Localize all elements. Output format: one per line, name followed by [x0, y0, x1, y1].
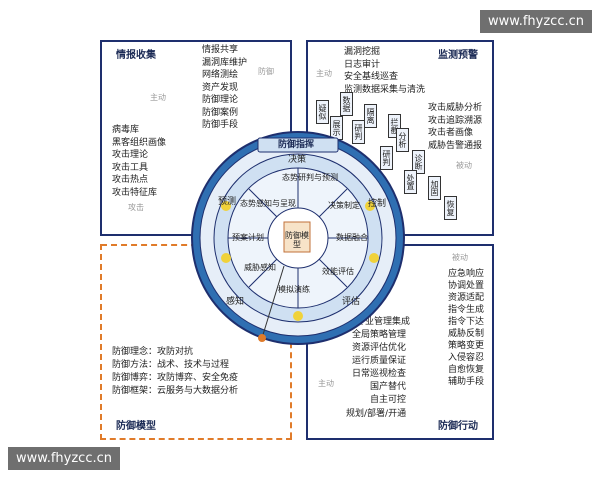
list-item: 攻击工具	[112, 162, 149, 173]
model-lines: 防御理念：攻防对抗 防御方法：战术、技术与过程 防御博弈：攻防博弈、安全免疫 防…	[112, 346, 238, 398]
action-item: 日常巡视检查	[352, 369, 407, 379]
list-item: 攻击威胁分析	[428, 103, 483, 113]
wheel-segment: 态势研判与预测	[282, 173, 338, 182]
list-item: 安全基线巡查	[344, 72, 399, 82]
list-item: 指令生成	[448, 305, 485, 315]
action-item: 自主可控	[370, 395, 407, 405]
list-item: 攻击特征库	[112, 187, 158, 198]
wheel-segment: 模拟演练	[278, 285, 310, 294]
list-item: 监测数据采集与清洗	[344, 84, 426, 95]
monitor-passive-label: 被动	[456, 161, 472, 170]
list-item: 黑客组织画像	[112, 137, 167, 148]
pipeline-box: 恢复	[444, 196, 457, 220]
wheel-segment: 数据融合	[336, 233, 368, 242]
action-active-label: 主动	[318, 379, 334, 388]
intel-list-top: 情报共享 漏洞库维护 网络测绘 资产发现 防御理论 防御案例 防御手段	[202, 44, 247, 132]
model-line: 防御理念：攻防对抗	[112, 347, 194, 357]
pipeline-box: 研判	[380, 146, 393, 170]
ring-label-bottom: 评估	[342, 297, 361, 307]
wheel-segment: 决策制定	[328, 201, 360, 210]
list-item: 威胁告警通报	[428, 140, 483, 151]
list-item: 病毒库	[112, 125, 140, 135]
pipeline-box: 展示	[330, 116, 343, 140]
list-item: 入侵容忍	[448, 353, 485, 363]
monitor-list-right: 攻击威胁分析 攻击追踪溯源 攻击者画像 威胁告警通报	[428, 102, 482, 152]
list-item: 防御手段	[202, 120, 239, 130]
list-item: 日志审计	[344, 59, 381, 70]
pipeline-box: 疑似	[316, 100, 329, 124]
list-item: 攻击者画像	[428, 128, 474, 138]
list-item: 指令下达	[448, 317, 485, 327]
model-line: 防御框架：云服务与大数据分析	[112, 386, 239, 396]
list-item: 协调处置	[448, 281, 485, 291]
list-item: 防御案例	[202, 107, 239, 118]
pipeline-box: 数据	[340, 92, 353, 116]
ring-label-top: 决策	[288, 155, 307, 165]
list-item: 资源适配	[448, 293, 485, 303]
pipeline-box: 加固	[428, 176, 441, 200]
list-item: 攻击追踪溯源	[428, 115, 483, 126]
wheel-segment: 威胁感知	[244, 263, 276, 272]
action-passive-label: 被动	[452, 253, 468, 262]
pipeline-box: 隔离	[364, 104, 377, 128]
action-item: 国产替代	[370, 382, 407, 392]
wheel-banner: 防御指挥	[278, 140, 315, 150]
wheel-segment: 效能评估	[322, 267, 354, 276]
list-item: 策略变更	[448, 341, 485, 351]
watermark-bottom: www.fhyzcc.cn	[8, 447, 120, 470]
action-item: 规划/部署/开通	[346, 409, 407, 419]
intel-active-label: 主动	[150, 93, 166, 102]
intel-title: 情报收集	[116, 50, 156, 61]
list-item: 攻击理论	[112, 150, 149, 160]
wheel-center: 防御模型	[285, 231, 309, 249]
action-list-right: 应急响应 协调处置 资源适配 指令生成 指令下达 威胁反制 策略变更 入侵容忍 …	[448, 268, 484, 388]
wheel-segment: 预案计划	[232, 233, 264, 242]
list-item: 应急响应	[448, 269, 485, 279]
watermark-top: www.fhyzcc.cn	[480, 10, 592, 33]
list-item: 防御理论	[202, 95, 239, 105]
wheel-segment: 态势感知与呈现	[240, 199, 296, 208]
list-item: 辅助手段	[448, 377, 485, 387]
intel-list-bottom: 病毒库 黑客组织画像 攻击理论 攻击工具 攻击热点 攻击特征库	[112, 124, 166, 199]
ring-label-left: 感知	[226, 297, 245, 307]
list-item: 攻击热点	[112, 175, 149, 185]
ring-label-topleft: 预测	[218, 197, 237, 207]
model-title: 防御模型	[116, 421, 156, 432]
pipeline-box: 研判	[352, 120, 365, 144]
list-item: 资产发现	[202, 82, 239, 93]
monitor-active-label: 主动	[316, 69, 332, 78]
list-item: 情报共享	[202, 45, 239, 55]
model-line: 防御方法：战术、技术与过程	[112, 360, 230, 370]
action-item: 运行质量保证	[352, 356, 407, 366]
list-item: 自愈恢复	[448, 365, 485, 375]
ring-label-right: 控制	[368, 199, 387, 209]
list-item: 威胁反制	[448, 329, 485, 339]
list-item: 漏洞库维护	[202, 57, 248, 68]
pipeline-box: 处置	[404, 170, 417, 194]
intel-attack-label: 攻击	[128, 203, 144, 212]
action-title: 防御行动	[438, 421, 478, 432]
action-item: 专业管理集成	[356, 317, 411, 327]
model-line: 防御博弈：攻防博弈、安全免疫	[112, 373, 239, 383]
intel-defense-label: 防御	[258, 67, 274, 76]
monitor-title: 监测预警	[438, 50, 478, 61]
list-item: 漏洞挖掘	[344, 47, 381, 57]
list-item: 网络测绘	[202, 70, 239, 80]
pipeline-box: 诊断	[412, 150, 425, 174]
action-item: 资源评估优化	[352, 343, 407, 353]
pipeline-box: 分析	[396, 128, 409, 152]
action-item: 全局策略管理	[352, 330, 407, 340]
monitor-list-top: 漏洞挖掘 日志审计 安全基线巡查 监测数据采集与清洗	[344, 46, 425, 96]
